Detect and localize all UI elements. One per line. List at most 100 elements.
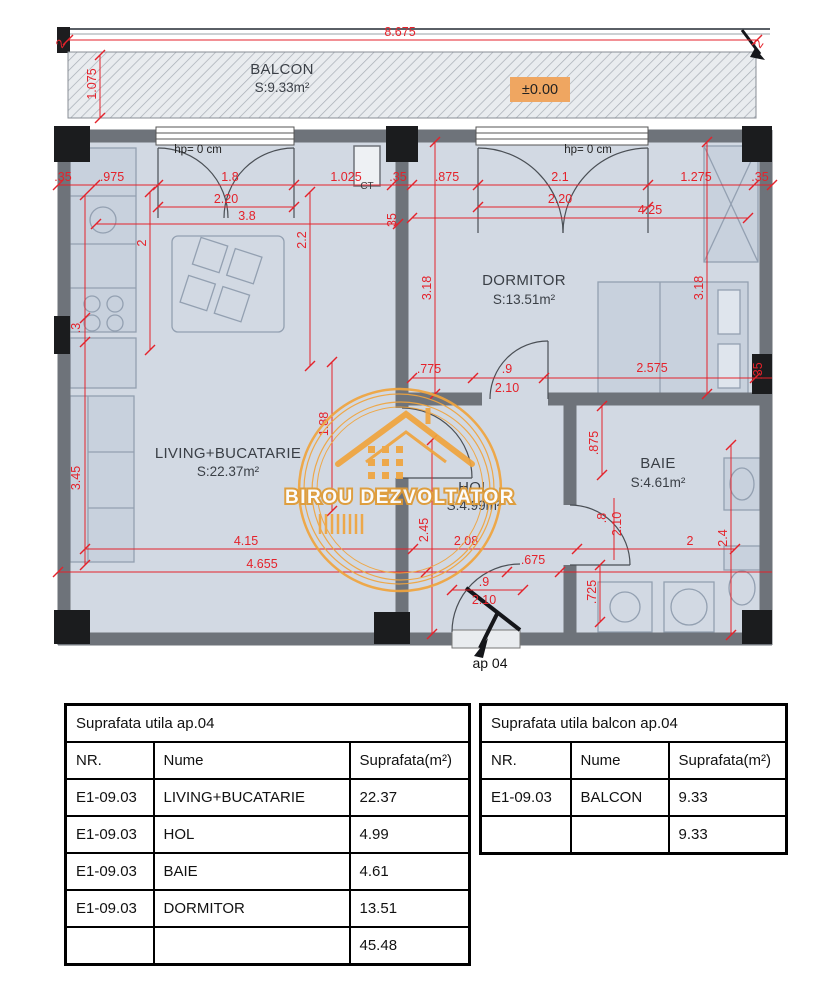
dim-label: 3.18	[420, 276, 434, 300]
dim-label: 2.1	[551, 170, 568, 184]
dim-label: 2	[135, 239, 149, 246]
level-marker-box	[510, 77, 570, 102]
cell-nume: BAIE	[152, 852, 351, 891]
dim-label: 3.45	[69, 466, 83, 490]
dim-label: .875	[435, 170, 459, 184]
structural-columns	[54, 126, 772, 644]
cell-total: 9.33	[667, 815, 788, 855]
table-header-row: NR. Nume Suprafata(m²)	[64, 741, 471, 780]
room-name-living: LIVING+BUCATARIE	[155, 445, 301, 462]
cell-nume: BALCON	[569, 778, 670, 817]
cell-nr: E1-09.03	[64, 889, 155, 928]
cell-suprafata: 4.61	[348, 852, 471, 891]
dim-label: .675	[521, 553, 545, 567]
cell-suprafata: 22.37	[348, 778, 471, 817]
dot-grid-icon	[368, 446, 403, 479]
dim-label: 4.15	[234, 534, 258, 548]
col-header-nume: Nume	[152, 741, 351, 780]
entrance-arrowhead	[474, 638, 488, 658]
dim-label: .35	[751, 170, 768, 184]
room-name-balcon: BALCON	[250, 61, 314, 78]
slope-arrow	[740, 29, 762, 55]
shower	[597, 581, 653, 633]
cell-nr	[479, 815, 572, 855]
level-marker: ±0.00	[522, 82, 558, 98]
table-suprafata-balcon: Suprafata utila balcon ap.04 NR. Nume Su…	[479, 703, 788, 855]
dim-label: .8	[595, 513, 609, 523]
dimension-labels: 8.675 2 2 1.075 .35 .975 1.8 1.025 .35 .…	[53, 25, 769, 607]
dim-label: .775	[417, 362, 441, 376]
cell-nume: LIVING+BUCATARIE	[152, 778, 351, 817]
table-header-row: NR. Nume Suprafata(m²)	[479, 741, 788, 780]
cell-nr	[64, 926, 155, 966]
dim-label: 1.075	[85, 68, 99, 99]
cell-nr: E1-09.03	[64, 778, 155, 817]
dim-label: 2.20	[548, 192, 572, 206]
col-header-nr: NR.	[479, 741, 572, 780]
col-header-suprafata: Suprafata(m²)	[348, 741, 471, 780]
sink-icon	[89, 206, 117, 234]
dim-label: .875	[587, 431, 601, 455]
slope-arrowhead	[750, 48, 765, 60]
room-area-balcon: S:9.33m²	[255, 80, 310, 95]
room-name-baie: BAIE	[640, 455, 675, 472]
toilet	[723, 545, 761, 571]
area-tables: Suprafata utila ap.04 NR. Nume Suprafata…	[64, 703, 788, 966]
cell-nume: HOL	[152, 815, 351, 854]
dimension-lines	[58, 39, 772, 635]
dim-label: 1.025	[330, 170, 361, 184]
watermark: BIROU DEZVOLTATOR	[283, 387, 515, 593]
furniture	[69, 145, 761, 633]
entrance-arrow	[478, 611, 500, 649]
balcony	[57, 27, 770, 119]
dim-label: 4.655	[246, 557, 277, 571]
dim-label: 8.675	[384, 25, 415, 39]
col-header-suprafata: Suprafata(m²)	[667, 741, 788, 780]
window-note-right: hp= 0 cm	[564, 144, 612, 156]
table-suprafata-utila: Suprafata utila ap.04 NR. Nume Suprafata…	[64, 703, 471, 966]
cell-suprafata: 9.33	[667, 778, 788, 817]
floor-plan: 8.675 2 2 1.075 .35 .975 1.8 1.025 .35 .…	[52, 25, 778, 671]
dining-table	[171, 235, 285, 333]
dim-label: .725	[585, 580, 599, 604]
dim-label: 4.25	[638, 203, 662, 217]
room-name-dormitor: DORMITOR	[482, 272, 566, 289]
dim-label: 2.2	[295, 231, 309, 248]
room-area-baie: S:4.61m²	[631, 475, 686, 490]
dim-label: .9	[502, 362, 512, 376]
apartment-label: ap 04	[472, 655, 507, 671]
table-row: E1-09.03 BALCON 9.33	[479, 778, 788, 817]
dim-label: 2.10	[472, 593, 496, 607]
room-name-hol: HOL	[458, 479, 490, 496]
cell-nume	[152, 926, 351, 966]
dim-label: 3.18	[692, 276, 706, 300]
room-area-dormitor: S:13.51m²	[493, 292, 556, 307]
cell-nr: E1-09.03	[64, 815, 155, 854]
ct-unit	[353, 145, 381, 187]
table-row: E1-09.03 HOL 4.99	[64, 815, 471, 854]
dim-label: 35	[385, 213, 399, 227]
windows	[155, 126, 649, 649]
fridge	[69, 337, 137, 389]
cell-suprafata: 13.51	[348, 889, 471, 928]
cell-nr: E1-09.03	[479, 778, 572, 817]
window-note-left: hp= 0 cm	[174, 144, 222, 156]
cell-nr: E1-09.03	[64, 852, 155, 891]
dim-label: .975	[100, 170, 124, 184]
bars-icon	[318, 514, 364, 534]
dim-label: .3	[69, 323, 83, 333]
dim-label: 2.45	[417, 518, 431, 542]
dim-label: 1.275	[680, 170, 711, 184]
dim-label: 2.575	[636, 361, 667, 375]
table-row: E1-09.03 BAIE 4.61	[64, 852, 471, 891]
table-total-row: 9.33	[479, 815, 788, 855]
dim-label: .35	[389, 170, 406, 184]
table-row: E1-09.03 DORMITOR 13.51	[64, 889, 471, 928]
room-area-living: S:22.37m²	[197, 464, 260, 479]
watermark-text: BIROU DEZVOLTATOR	[285, 487, 515, 508]
cell-total: 45.48	[348, 926, 471, 966]
table-title-row: Suprafata utila ap.04	[64, 703, 471, 743]
dim-label: 2.4	[716, 529, 730, 546]
table-title: Suprafata utila ap.04	[64, 703, 471, 743]
